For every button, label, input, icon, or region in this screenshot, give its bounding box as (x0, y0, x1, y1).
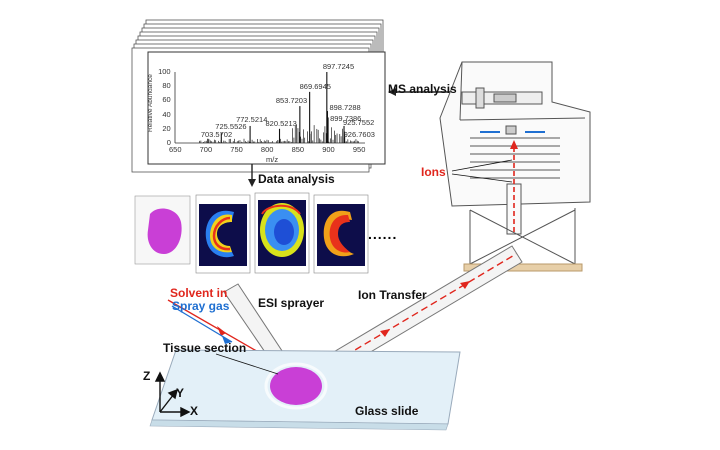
more-images-ellipsis: ...... (368, 226, 398, 242)
spectrum-x-axis-label: m/z (266, 155, 279, 164)
tissue-photo (147, 208, 182, 254)
spectrum-peak-label: 869.6945 (299, 81, 331, 91)
mass-spectrometer (439, 61, 591, 272)
spray-gas-label: Spray gas (172, 299, 230, 313)
ion-images (134, 192, 369, 274)
spectrum-peak-label: 899.7386 (330, 114, 362, 124)
spectrum-x-tick: 900 (322, 145, 335, 154)
spectrum-peak-label: 772.5214 (236, 114, 268, 124)
axis-x-label: X (190, 404, 199, 418)
tissue-section-label: Tissue section (163, 341, 247, 355)
spectrum-peak-label: 897.7245 (322, 62, 355, 71)
axis-y-label: Y (176, 386, 185, 400)
spectrum-x-tick: 850 (291, 145, 305, 154)
tissue-leader-line (215, 353, 279, 375)
ions-label: Ions (421, 165, 446, 179)
data-analysis-arrow (248, 164, 256, 187)
spectrum-x-tick: 950 (352, 145, 366, 154)
spectrum-y-tick: 60 (162, 95, 171, 105)
spectrum-y-tick: 0 (166, 138, 171, 147)
ions-path (451, 140, 518, 232)
glass-slide-label: Glass slide (355, 404, 419, 418)
ms-analysis-arrow (388, 88, 452, 96)
axis-z-label: Z (143, 369, 151, 383)
spectrum-peak-label: 703.5702 (200, 129, 233, 139)
spectrum-x-tick: 750 (230, 145, 243, 154)
spectrum-x-tick: 650 (169, 145, 182, 154)
spectrum-peak-label: 725.5526 (215, 122, 247, 132)
ion-transfer-label: Ion Transfer (358, 288, 427, 302)
tissue-section (270, 367, 322, 405)
data-analysis-label: Data analysis (258, 172, 335, 186)
solvent-in-label: Solvent in (170, 286, 228, 300)
spectrum-peak-label: 898.7288 (329, 103, 361, 113)
spectrum-y-tick: 40 (162, 109, 171, 119)
spectrum-y-axis-label: Relative Abundance (147, 74, 154, 132)
spectrum-x-tick: 700 (199, 145, 213, 154)
xyz-axes (154, 371, 191, 418)
spectrum-peak-label: 925.7552 (343, 117, 375, 127)
ms-analysis-label: MS analysis (388, 82, 457, 96)
esi-sprayer-label: ESI sprayer (258, 296, 325, 310)
spectrum-x-tick: 800 (260, 145, 274, 154)
spectrum-peaks (199, 72, 359, 143)
spectrum-peak-label: 853.7203 (275, 96, 308, 106)
spectrum-y-tick: 80 (162, 81, 171, 91)
spectrum-y-tick: 100 (158, 67, 171, 76)
spectrum-y-tick: 20 (162, 123, 171, 133)
spectrum-peak-label: 926.7603 (343, 129, 375, 139)
spectrum-peak-label: 820.5213 (265, 118, 297, 128)
glass-slide (149, 349, 461, 431)
